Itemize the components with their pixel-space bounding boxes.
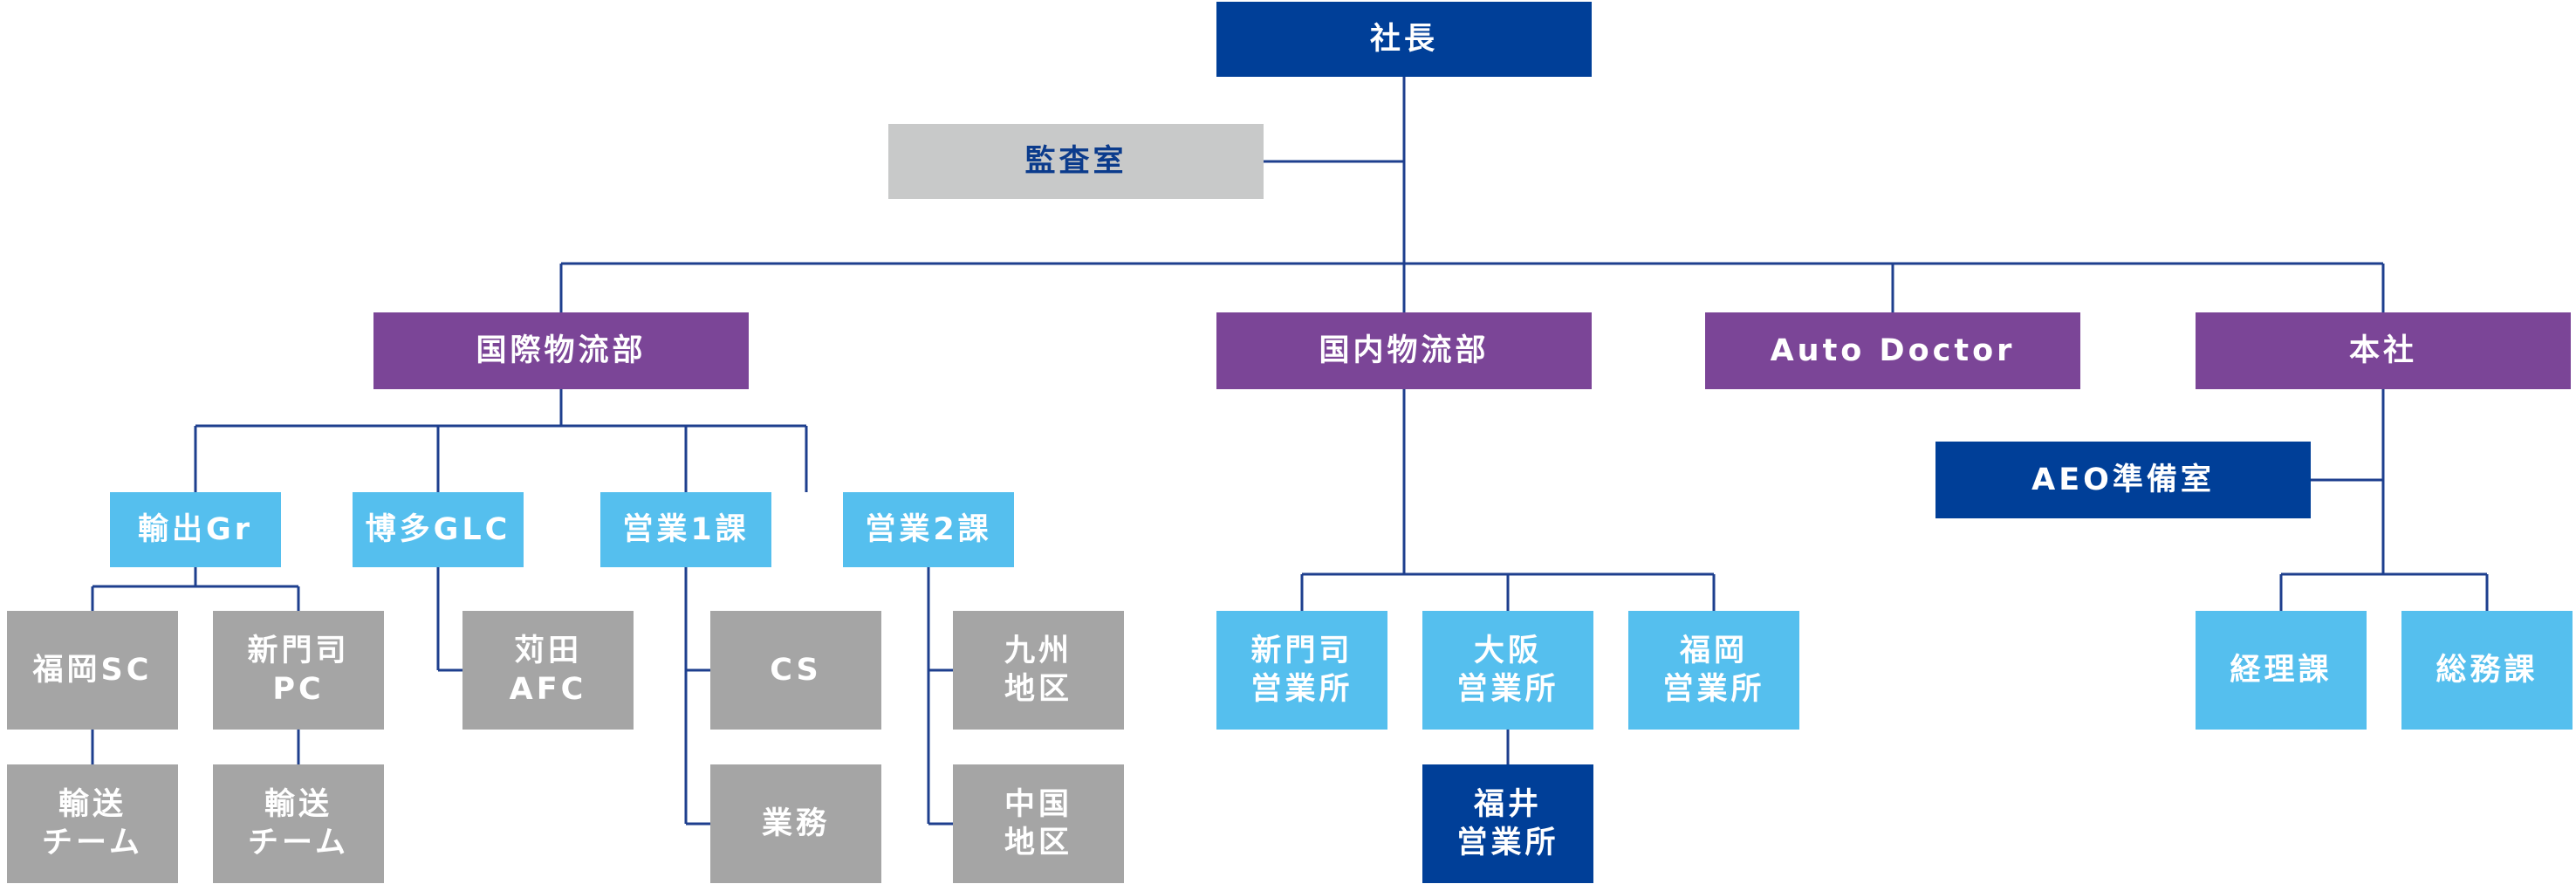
- node-cs-label: CS: [770, 653, 822, 688]
- node-audit-office: 監査室: [888, 124, 1264, 199]
- node-accounting-section: 経理課: [2196, 611, 2367, 730]
- node-kanda-afc-label: 苅田 AFC: [509, 634, 587, 707]
- node-international-logistics-label: 国際物流部: [476, 333, 647, 368]
- node-domestic-logistics: 国内物流部: [1216, 312, 1592, 389]
- node-transport-team-fukuoka-label: 輸送 チーム: [42, 787, 143, 860]
- node-osaka-sales-office: 大阪 営業所: [1422, 611, 1593, 730]
- node-transport-team-shinmoji: 輸送 チーム: [213, 764, 384, 883]
- node-export-group: 輸出Gr: [110, 492, 281, 567]
- node-sales-section-1-label: 営業1課: [622, 512, 750, 547]
- node-sales-section-2-label: 営業2課: [865, 512, 992, 547]
- node-kyushu-area: 九州 地区: [953, 611, 1124, 730]
- node-fukuoka-sales-office-label: 福岡 営業所: [1662, 634, 1765, 707]
- node-international-logistics: 国際物流部: [373, 312, 749, 389]
- node-fukui-sales-office-label: 福井 営業所: [1456, 787, 1559, 860]
- node-operations-label: 業務: [761, 806, 830, 841]
- node-kanda-afc: 苅田 AFC: [462, 611, 634, 730]
- node-headquarters: 本社: [2196, 312, 2571, 389]
- node-operations: 業務: [710, 764, 881, 883]
- node-cs: CS: [710, 611, 881, 730]
- node-hakata-glc: 博多GLC: [353, 492, 524, 567]
- node-aeo-prep-office: AEO準備室: [1935, 442, 2311, 518]
- node-chugoku-area-label: 中国 地区: [1004, 787, 1072, 860]
- node-fukuoka-sales-office: 福岡 営業所: [1628, 611, 1799, 730]
- node-president-label: 社長: [1369, 22, 1438, 57]
- node-accounting-section-label: 経理課: [2230, 653, 2333, 688]
- node-transport-team-shinmoji-label: 輸送 チーム: [248, 787, 349, 860]
- node-hakata-glc-label: 博多GLC: [365, 512, 511, 547]
- node-shinmoji-sales-office: 新門司 営業所: [1216, 611, 1387, 730]
- node-audit-office-label: 監査室: [1024, 144, 1127, 179]
- node-sales-section-2: 営業2課: [843, 492, 1014, 567]
- node-transport-team-fukuoka: 輸送 チーム: [7, 764, 178, 883]
- node-shinmoji-pc-label: 新門司 PC: [247, 634, 350, 707]
- node-general-affairs-section-label: 総務課: [2436, 653, 2538, 688]
- node-shinmoji-pc: 新門司 PC: [213, 611, 384, 730]
- node-kyushu-area-label: 九州 地区: [1004, 634, 1072, 707]
- node-sales-section-1: 営業1課: [600, 492, 771, 567]
- node-chugoku-area: 中国 地区: [953, 764, 1124, 883]
- node-auto-doctor-label: Auto Doctor: [1770, 333, 2016, 368]
- node-osaka-sales-office-label: 大阪 営業所: [1456, 634, 1559, 707]
- node-export-group-label: 輸出Gr: [138, 512, 253, 547]
- node-headquarters-label: 本社: [2348, 333, 2417, 368]
- node-auto-doctor: Auto Doctor: [1705, 312, 2080, 389]
- node-shinmoji-sales-office-label: 新門司 営業所: [1250, 634, 1353, 707]
- node-general-affairs-section: 総務課: [2401, 611, 2573, 730]
- node-domestic-logistics-label: 国内物流部: [1319, 333, 1490, 368]
- node-president: 社長: [1216, 2, 1592, 77]
- node-fukuoka-sc-label: 福岡SC: [32, 653, 153, 688]
- node-fukui-sales-office: 福井 営業所: [1422, 764, 1593, 883]
- node-aeo-prep-office-label: AEO準備室: [2031, 463, 2215, 497]
- node-fukuoka-sc: 福岡SC: [7, 611, 178, 730]
